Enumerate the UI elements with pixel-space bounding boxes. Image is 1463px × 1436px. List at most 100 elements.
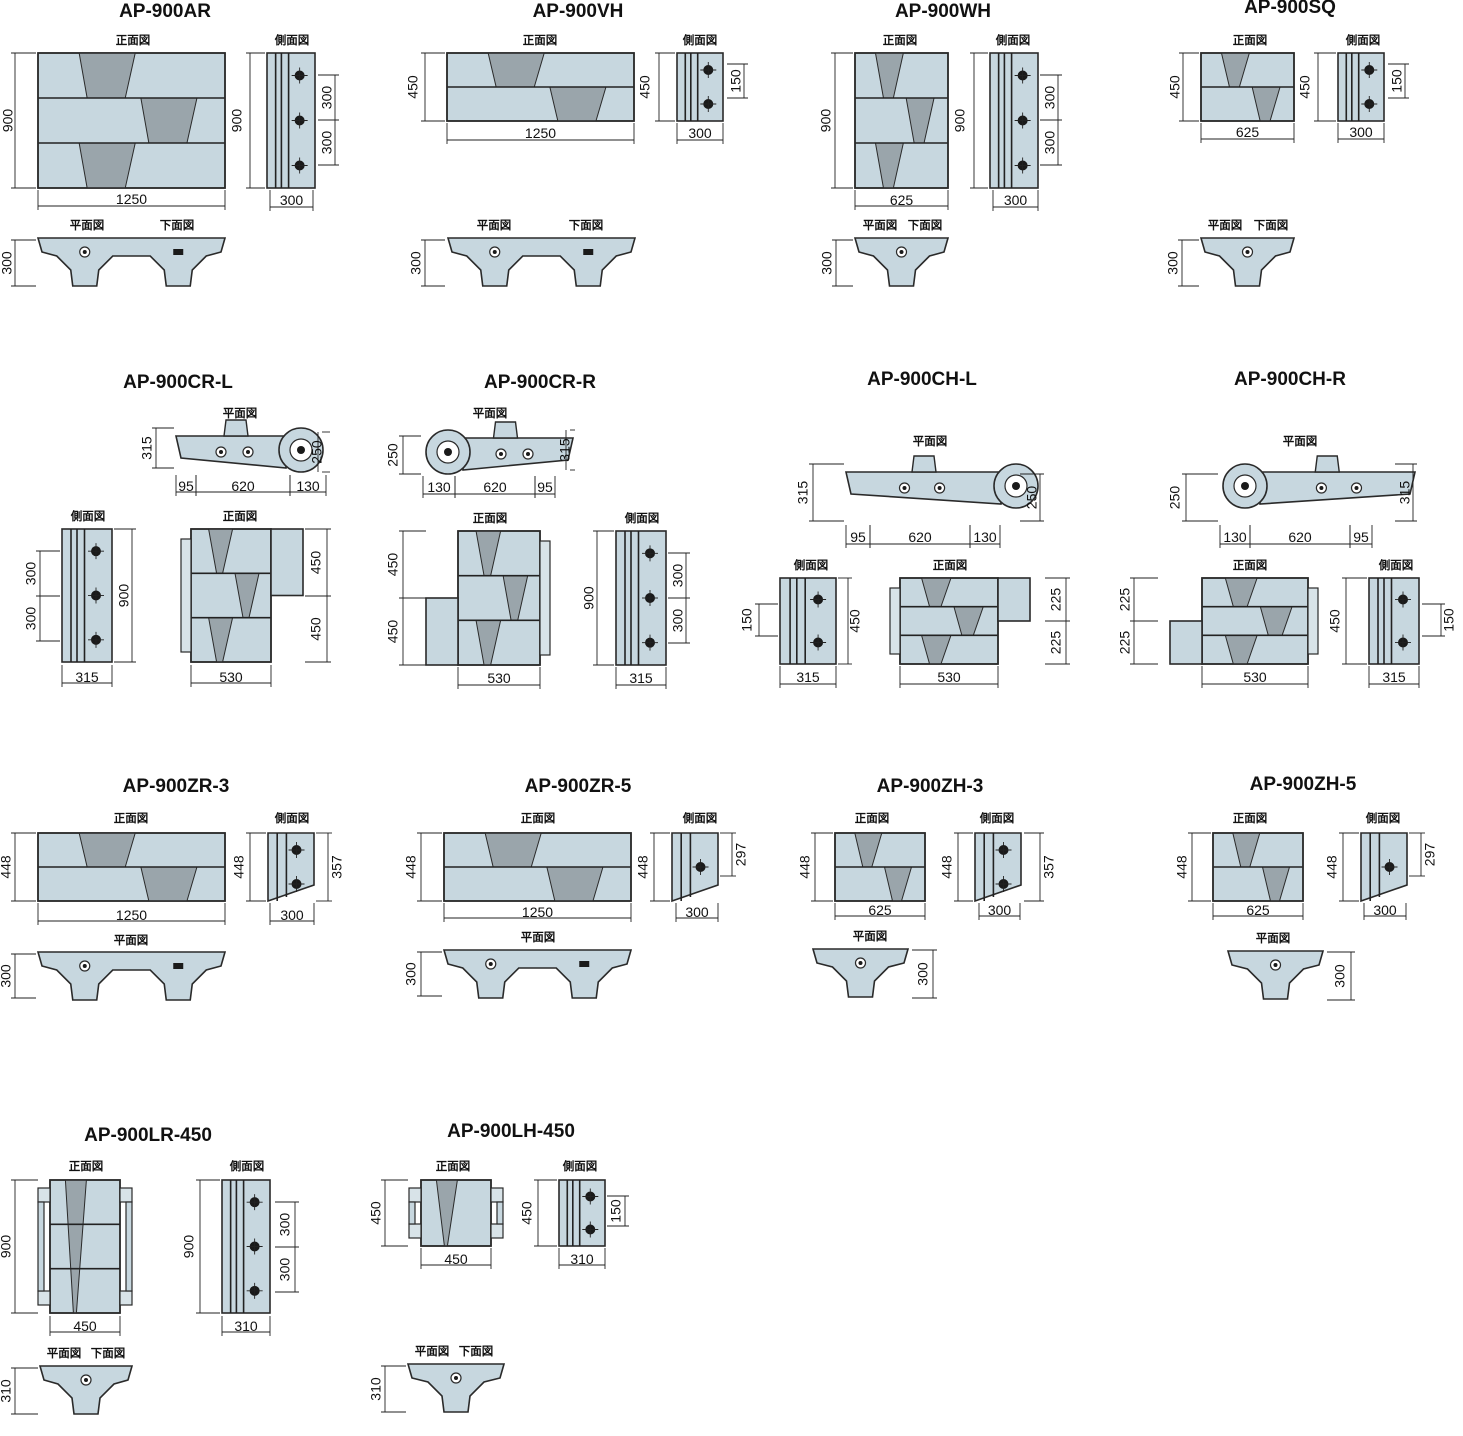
- dimension-label: 300: [915, 962, 931, 986]
- dimension-label: 1250: [116, 191, 147, 207]
- model-ap-900ar: AP-900AR正面図9001250側面図900300300300平面図下面図3…: [0, 1, 339, 287]
- front-stub: [1169, 620, 1203, 665]
- front-outline: [1212, 832, 1304, 902]
- dimension-label: 900: [0, 1235, 14, 1259]
- plan-view: [446, 237, 637, 287]
- dimension-label: 300: [277, 1258, 293, 1282]
- pin-hole-center: [82, 250, 87, 254]
- front-outline: [49, 1179, 121, 1314]
- plan-outline: [36, 951, 227, 1001]
- plan-view-label: 平面図: [223, 406, 258, 420]
- side-view-label: 側面図: [793, 558, 829, 572]
- dimension-label: 95: [1353, 529, 1369, 545]
- plan-outline: [442, 949, 633, 999]
- slot: [173, 963, 184, 969]
- front-flange-top: [408, 1187, 422, 1203]
- model-title: AP-900LH-450: [447, 1121, 575, 1142]
- front-flange-top: [119, 1187, 133, 1203]
- side-view-label: 側面図: [70, 509, 106, 523]
- side-view-label: 側面図: [1345, 33, 1381, 47]
- plan-outline: [36, 237, 227, 287]
- dimension-label: 450: [1167, 75, 1183, 99]
- side-view: [779, 577, 837, 665]
- dimension-label: 150: [1389, 69, 1405, 93]
- side-view: [267, 832, 315, 903]
- dimension-label: 1250: [525, 125, 556, 141]
- model-ap-900wh: AP-900WH正面図900625側面図900300300300平面図下面図30…: [818, 1, 1062, 287]
- pin-hole-center: [1241, 482, 1249, 490]
- model-title: AP-900ZR-3: [123, 776, 230, 797]
- front-view: [899, 577, 999, 665]
- bottom-view-label: 下面図: [160, 218, 195, 232]
- dimension-label: 450: [444, 1251, 468, 1267]
- dimension-label: 250: [1024, 486, 1040, 510]
- bottom-view-label: 下面図: [908, 218, 943, 232]
- front-view: [854, 52, 949, 189]
- pin-hole-center: [219, 450, 223, 454]
- plan-outline: [1199, 237, 1296, 287]
- side-view: [974, 832, 1022, 903]
- dimension-label: 300: [319, 86, 335, 110]
- dimension-label: 300: [23, 607, 39, 631]
- dimension-label: 1250: [116, 907, 147, 923]
- front-stub: [270, 528, 304, 597]
- dimension-label: 300: [688, 125, 712, 141]
- dimension-label: 530: [937, 669, 961, 685]
- plan-view-label: 平面図: [853, 929, 888, 943]
- dimension-label: 448: [797, 855, 813, 879]
- front-flange-bottom: [408, 1223, 422, 1239]
- pin-hole-center: [1354, 486, 1359, 490]
- model-title: AP-900ZH-5: [1250, 774, 1357, 795]
- dimension-label: 530: [1243, 669, 1267, 685]
- dimension-label: 315: [557, 438, 573, 462]
- pin-hole-center: [297, 446, 305, 454]
- plan-outline: [1259, 471, 1417, 505]
- dimension-label: 900: [818, 109, 834, 133]
- dimension-label: 450: [1327, 609, 1343, 633]
- front-edge-flange: [889, 587, 901, 655]
- dimension-label: 530: [487, 670, 511, 686]
- model-title: AP-900CH-R: [1234, 369, 1346, 390]
- dimension-label: 620: [1288, 529, 1312, 545]
- plan-outline: [811, 948, 910, 998]
- dimension-label: 315: [75, 669, 99, 685]
- front-flange-web: [37, 1201, 45, 1292]
- stone-tile: [140, 866, 198, 902]
- side-view: [615, 530, 667, 666]
- plan-outline: [1226, 950, 1325, 1000]
- front-view-label: 正面図: [1233, 33, 1268, 47]
- front-view: [37, 52, 226, 189]
- front-view-label: 正面図: [521, 811, 556, 825]
- pin-hole-center: [82, 964, 87, 968]
- pin-hole-center: [454, 1376, 458, 1380]
- front-outline: [37, 52, 226, 189]
- stone-tile: [78, 142, 136, 189]
- slot: [583, 249, 594, 255]
- dimension-label: 530: [219, 669, 243, 685]
- dimension-label: 300: [280, 907, 304, 923]
- front-flange-top: [490, 1187, 504, 1203]
- dimension-label: 300: [403, 962, 419, 986]
- dimension-label: 900: [581, 586, 597, 610]
- front-view: [457, 530, 541, 666]
- dimension-label: 130: [296, 478, 320, 494]
- front-view: [425, 530, 551, 666]
- front-flange-web: [496, 1201, 504, 1225]
- front-outline: [1200, 52, 1295, 122]
- slot: [579, 961, 590, 967]
- dimension-label: 315: [795, 481, 811, 505]
- dimension-label: 300: [277, 1213, 293, 1237]
- dimension-label: 900: [952, 109, 968, 133]
- dimension-label: 450: [385, 553, 401, 577]
- dimension-label: 448: [231, 855, 247, 879]
- dimension-label: 300: [1042, 86, 1058, 110]
- dimension-label: 625: [890, 192, 914, 208]
- model-ap-900lr-450: AP-900LR-450正面図900450側面図900300300310平面図下…: [0, 1125, 299, 1415]
- plan-view: [406, 1363, 506, 1413]
